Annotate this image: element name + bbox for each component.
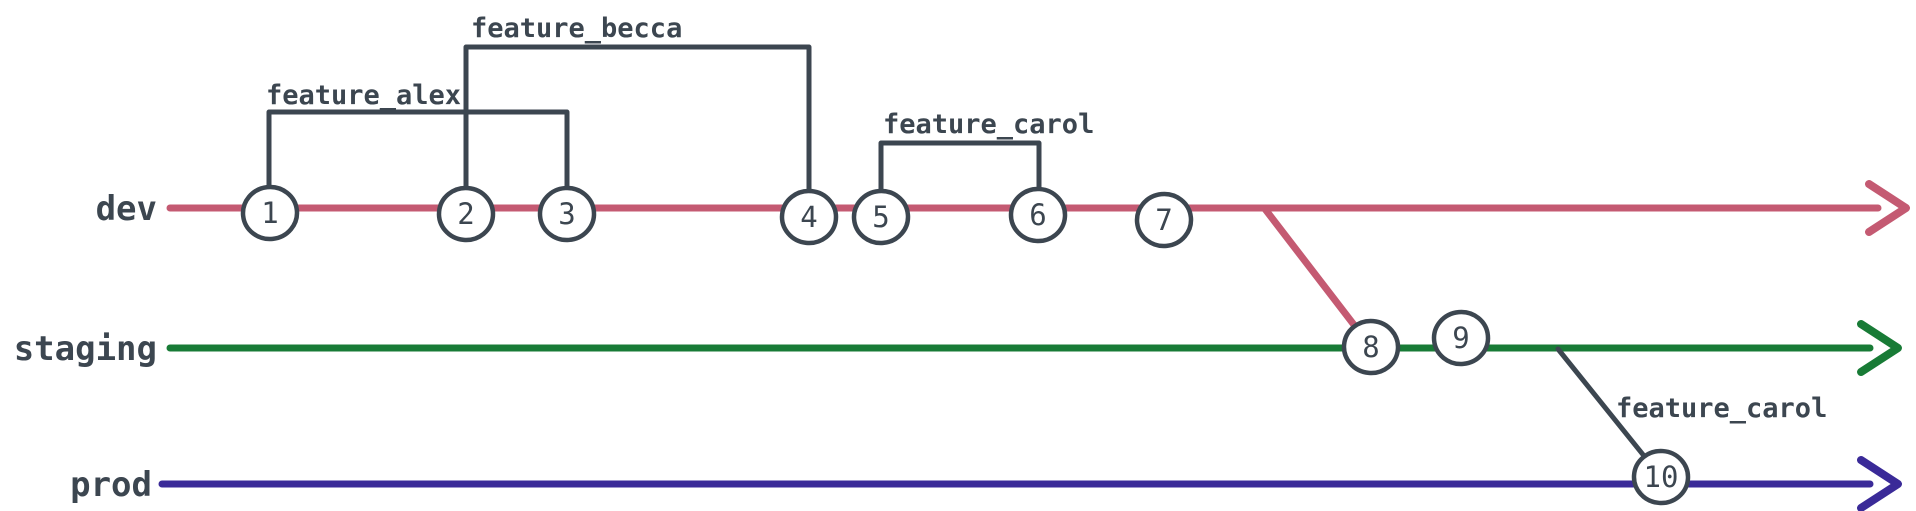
- branch-label-dev: dev: [96, 189, 157, 229]
- commit-node-10: 10: [1631, 448, 1691, 506]
- commit-node-5: 5: [851, 188, 911, 246]
- commit-node-3: 3: [537, 185, 597, 243]
- commit-label: 10: [1644, 460, 1679, 494]
- branch-line-prod: [158, 456, 1902, 511]
- branch-label-prod: prod: [70, 465, 152, 505]
- commit-node-7: 7: [1134, 191, 1194, 249]
- feature-label-alex: feature_alex: [266, 80, 461, 111]
- commit-label: 2: [457, 197, 474, 231]
- commit-label: 8: [1362, 330, 1379, 364]
- commit-label: 6: [1029, 198, 1046, 232]
- feature-label-becca: feature_becca: [471, 13, 682, 44]
- feature-bracket-carol: [878, 140, 1042, 195]
- commit-node-6: 6: [1008, 186, 1068, 244]
- feature-label-carol-dev: feature_carol: [883, 109, 1094, 140]
- commit-label: 4: [800, 200, 817, 234]
- branch-line-staging: [166, 320, 1902, 376]
- arrow-right-icon: [1857, 456, 1902, 511]
- commit-node-8: 8: [1341, 318, 1401, 376]
- commit-label: 3: [558, 197, 575, 231]
- feature-bracket-alex: [266, 109, 570, 193]
- feature-bracket-becca: [463, 44, 812, 196]
- feature-label-carol-prod: feature_carol: [1616, 393, 1827, 424]
- branch-label-staging: staging: [14, 329, 157, 369]
- arrow-right-icon: [1865, 180, 1910, 236]
- commit-label: 5: [872, 200, 889, 234]
- arrow-right-icon: [1857, 320, 1902, 376]
- commit-node-1: 1: [240, 184, 300, 242]
- commit-label: 1: [261, 196, 278, 230]
- commit-node-4: 4: [779, 188, 839, 246]
- commit-label: 7: [1155, 203, 1172, 237]
- commit-node-2: 2: [436, 185, 496, 243]
- merge-line-dev-to-staging: [1261, 205, 1375, 351]
- commit-node-9: 9: [1431, 309, 1491, 367]
- commit-label: 9: [1452, 321, 1469, 355]
